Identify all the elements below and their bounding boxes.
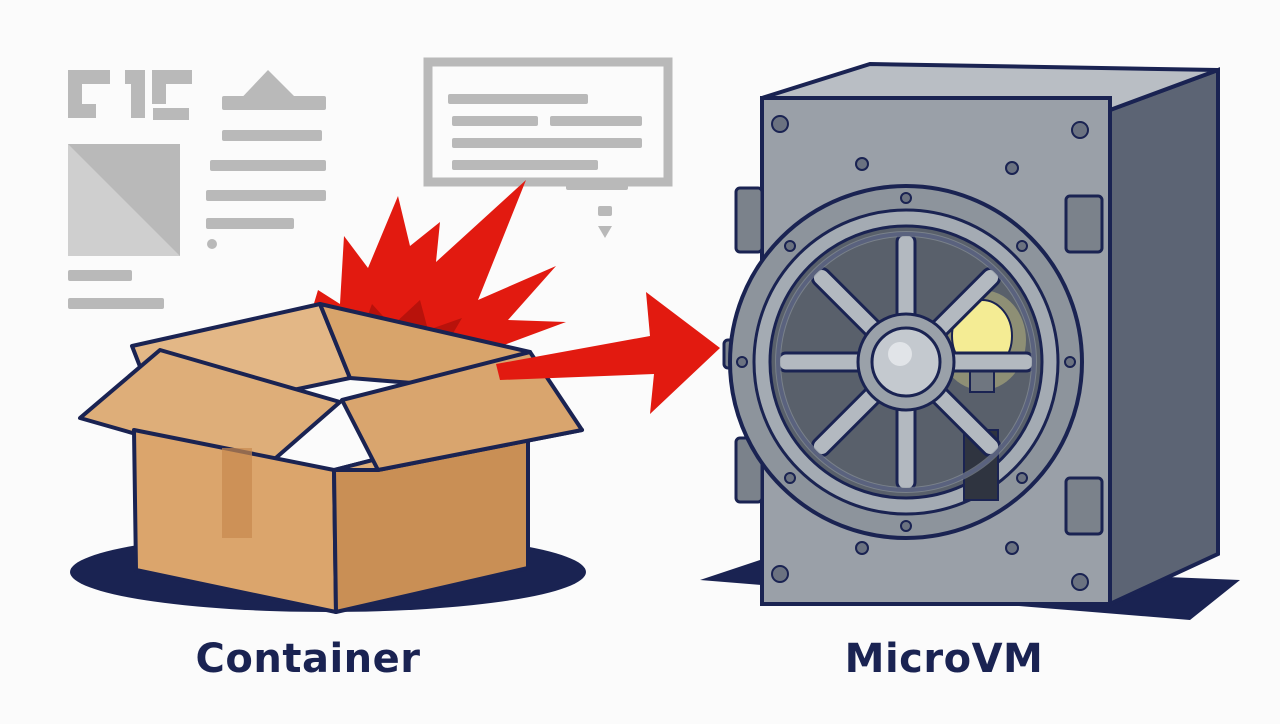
vault-wheel-icon	[775, 231, 1037, 493]
wireframe-ui-icon	[68, 57, 673, 309]
red-arrow-icon	[496, 292, 720, 414]
container-label: Container	[195, 636, 421, 682]
microvm-label: MicroVM	[844, 636, 1044, 682]
open-cardboard-box-icon	[78, 302, 584, 614]
vault-safe-icon	[722, 61, 1220, 608]
